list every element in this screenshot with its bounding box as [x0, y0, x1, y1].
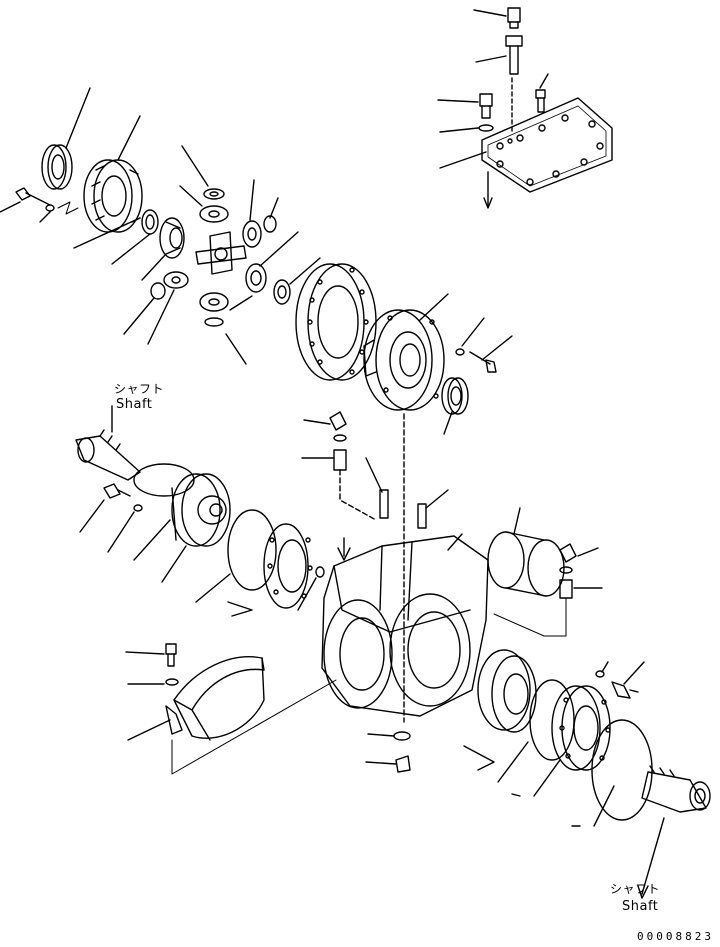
right-side-assembly	[463, 507, 711, 899]
shaft-label-top-jp: シャフト	[114, 382, 165, 396]
document-number: 00008823	[637, 930, 714, 943]
shaft-label-top-en: Shaft	[116, 397, 153, 412]
shaft-label-bottom-jp: シャフト	[610, 882, 661, 896]
axle-housing	[301, 411, 489, 773]
shaft-label-bottom-en: Shaft	[622, 899, 659, 914]
ring-gear-and-case	[295, 263, 513, 723]
left-shaft-assembly	[75, 405, 325, 617]
cover-plate-assembly	[437, 7, 613, 209]
brake-shoe-assembly	[125, 643, 337, 775]
differential-parts-group	[0, 87, 321, 365]
